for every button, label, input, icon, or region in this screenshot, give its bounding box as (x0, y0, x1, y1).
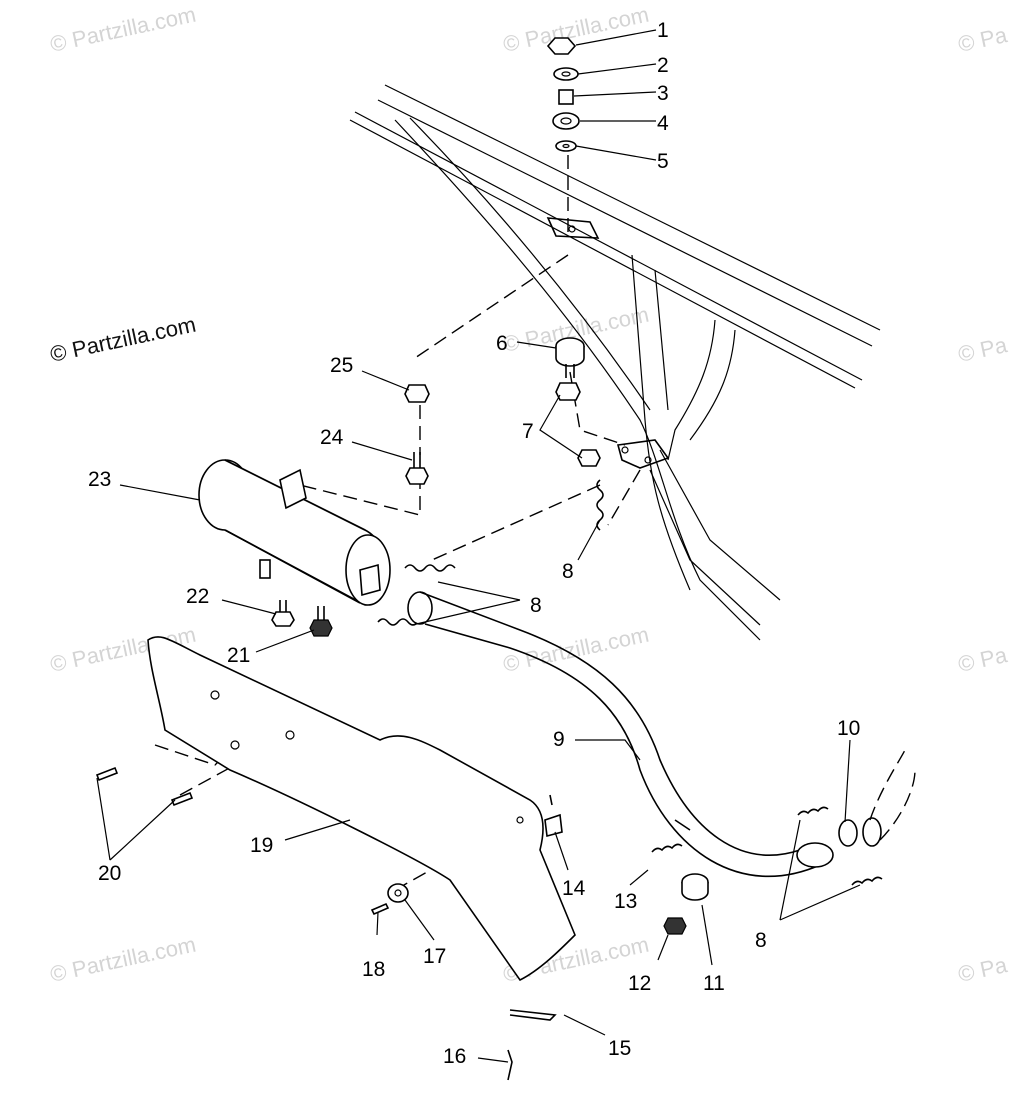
callout-4: 4 (657, 112, 669, 135)
callout-8: 8 (562, 560, 574, 583)
watermark-tile: © Pa (956, 642, 1010, 677)
lower-bumper (663, 873, 709, 935)
callout-7: 7 (522, 420, 534, 443)
callout-24: 24 (320, 426, 344, 449)
callout-18: 18 (362, 958, 385, 981)
watermark-tile: © Partzilla.com (48, 2, 198, 57)
watermark-tile: © Partzilla.com (48, 932, 198, 987)
callout-8: 8 (530, 594, 542, 617)
callout-14: 14 (562, 877, 586, 900)
callout-9: 9 (553, 728, 565, 751)
watermark-tile: © Pa (956, 332, 1010, 367)
watermark-tile: © Partzilla.com (501, 622, 651, 677)
nut-part (546, 37, 577, 55)
washer-part (553, 67, 579, 81)
watermark-main: © Partzilla.com (48, 312, 198, 367)
callout-23: 23 (88, 468, 111, 491)
heat-shield (147, 636, 576, 982)
callout-3: 3 (657, 82, 669, 105)
callout-5: 5 (657, 150, 669, 173)
callout-11: 11 (703, 972, 725, 995)
mount-hardware-stack (546, 37, 580, 152)
callout-6: 6 (496, 332, 508, 355)
callout-17: 17 (423, 945, 446, 968)
callout-19: 19 (250, 834, 273, 857)
callout-8: 8 (755, 929, 767, 952)
leader-lines (96, 29, 861, 1063)
washer-part (555, 140, 577, 152)
callout-22: 22 (186, 585, 209, 608)
callout-12: 12 (628, 972, 651, 995)
bumper-assembly (555, 337, 601, 467)
watermark-tile: © Pa (956, 952, 1010, 987)
grommet-part (552, 112, 580, 130)
small-fasteners (271, 384, 430, 637)
springs (377, 479, 883, 886)
gasket-and-port (838, 749, 916, 847)
shield-fasteners (95, 766, 563, 1081)
callout-16: 16 (443, 1045, 466, 1068)
callout-labels: 1 2 3 4 5 6 7 8 8 9 10 8 11 12 13 14 15 … (88, 19, 860, 1068)
callout-2: 2 (657, 54, 669, 77)
callout-13: 13 (614, 890, 637, 913)
callout-20: 20 (98, 862, 121, 885)
callout-10: 10 (837, 717, 860, 740)
frame-rails (349, 84, 881, 641)
watermark-tile: © Pa (956, 22, 1010, 57)
callout-25: 25 (330, 354, 353, 377)
callout-21: 21 (227, 644, 250, 667)
spacer-part (558, 89, 574, 105)
callout-15: 15 (608, 1037, 631, 1060)
exhaust-pipe (407, 591, 834, 878)
callout-1: 1 (657, 19, 669, 42)
watermark-tile: © Partzilla.com (501, 2, 651, 57)
muffler (198, 459, 391, 606)
